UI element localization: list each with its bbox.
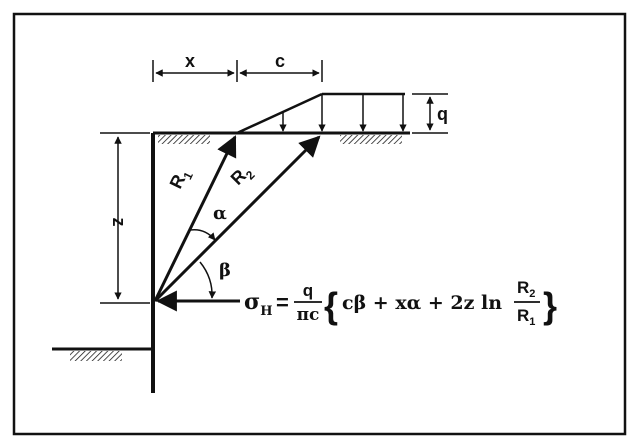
ground-hatch-right <box>340 135 402 144</box>
label-z: z <box>109 218 129 227</box>
label-beta: β <box>219 260 231 281</box>
formula-frac-num: q <box>303 281 313 300</box>
formula-sigma: σH <box>244 289 273 319</box>
formula-brace-open: { <box>324 285 338 326</box>
formula-terms: cβ + xα + 2z ln <box>342 292 502 314</box>
formula-brace-close: } <box>543 285 557 326</box>
label-r1: R1 <box>166 165 196 193</box>
formula-frac-den: πc <box>297 305 320 325</box>
label-alpha: α <box>213 203 227 224</box>
formula-ln-den: R1 <box>517 306 535 328</box>
angle-beta-arc <box>199 261 217 299</box>
figure-frame <box>12 12 627 436</box>
label-c: c <box>275 51 285 71</box>
ground-hatch-lower <box>70 351 122 361</box>
label-x: x <box>185 51 195 71</box>
surcharge-ramp <box>236 92 323 135</box>
label-r2: R2 <box>227 161 258 192</box>
ray-r2 <box>153 135 321 303</box>
formula-equals: = <box>276 290 289 315</box>
ground-hatch-left <box>158 135 210 144</box>
stress-formula: σH = q πc { cβ + xα + 2z ln R2 R1 } <box>244 278 557 328</box>
angle-alpha-arc <box>189 228 216 241</box>
formula-ln-num: R2 <box>517 278 535 300</box>
ray-r1 <box>153 135 237 302</box>
label-q: q <box>437 104 448 124</box>
